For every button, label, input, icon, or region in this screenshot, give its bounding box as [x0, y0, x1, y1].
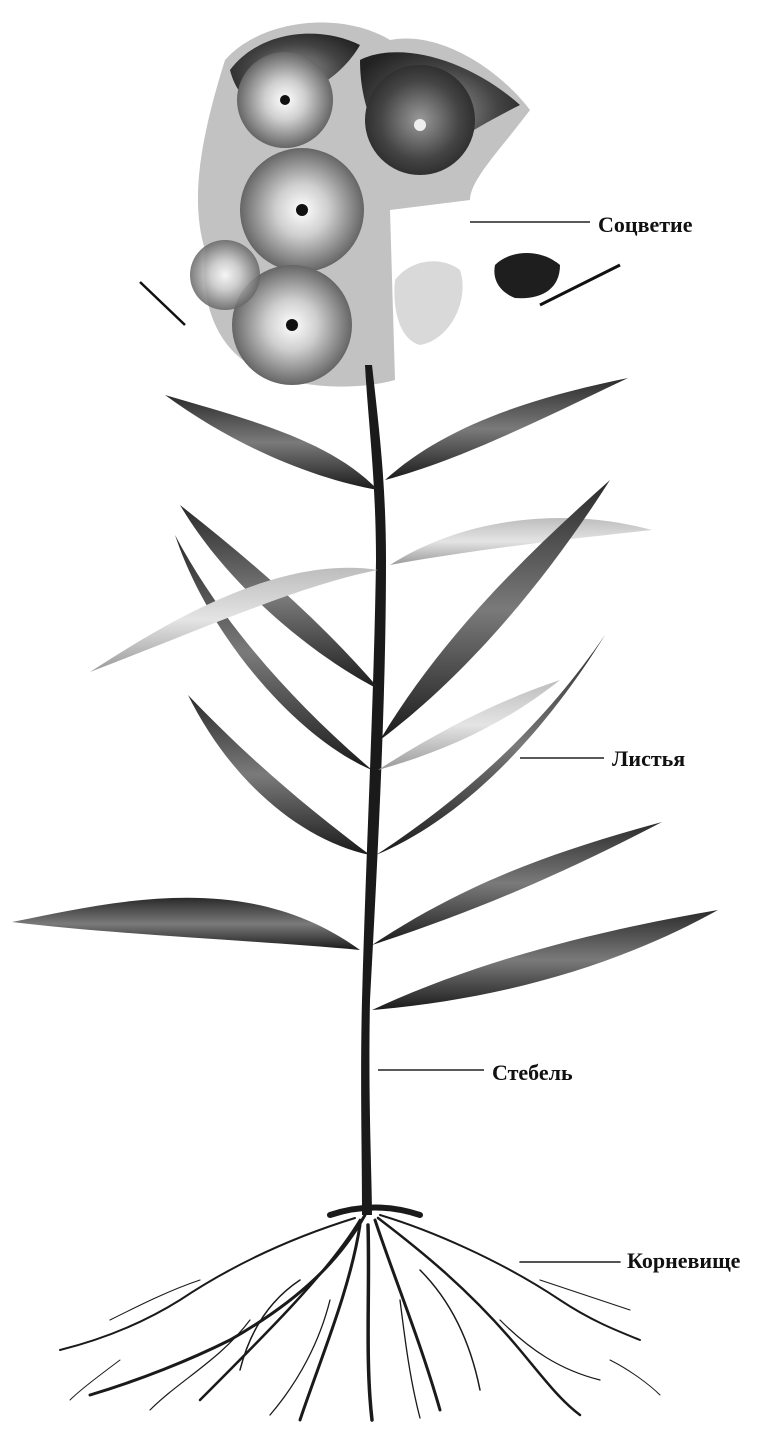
label-rhizome: Корневище — [627, 1250, 740, 1272]
stem — [361, 365, 386, 1215]
rhizome — [60, 1208, 660, 1421]
label-leaves: Листья — [612, 748, 685, 770]
inflorescence — [140, 23, 620, 387]
label-inflorescence: Соцветие — [598, 214, 692, 236]
leaves-right — [372, 378, 718, 1010]
label-stem: Стебель — [492, 1062, 573, 1084]
leaves-left — [12, 395, 380, 950]
